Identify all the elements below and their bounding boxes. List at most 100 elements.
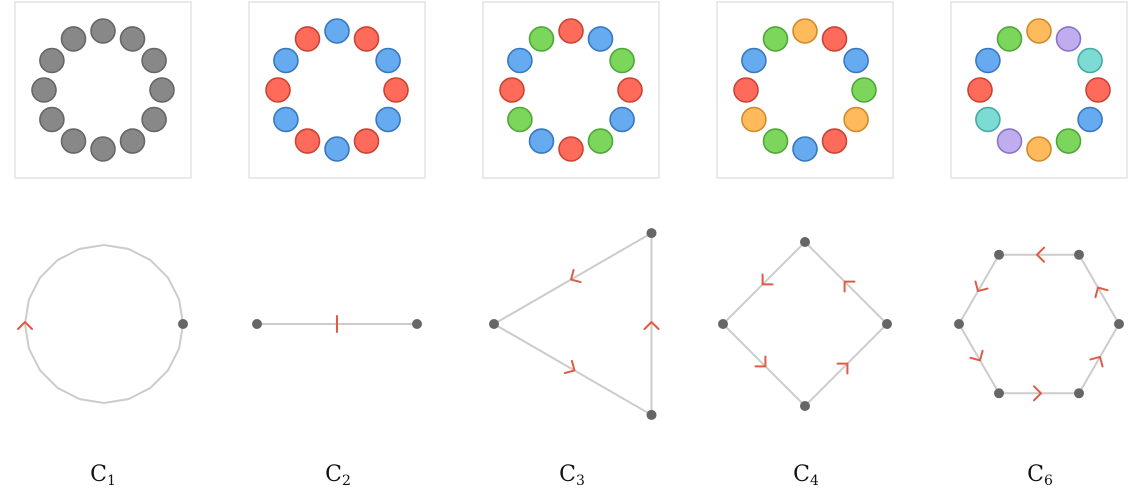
green-bead (587, 128, 614, 154)
gray-bead (60, 128, 87, 154)
necklace-panel-4 (716, 1, 894, 179)
blue-bead (324, 18, 350, 44)
graph-edge (958, 323, 1000, 394)
blue-bead (1077, 106, 1103, 133)
blue-bead (741, 47, 767, 74)
red-bead (383, 77, 409, 103)
necklace-panel-5 (950, 1, 1128, 179)
blue-bead (792, 136, 818, 162)
necklace-panel-1 (14, 1, 192, 179)
graph-vertex (646, 228, 657, 239)
graph-vertex (1074, 249, 1084, 260)
graph-vertex (252, 319, 262, 329)
orange-bead (1026, 136, 1052, 162)
direction-arrow (1089, 355, 1104, 368)
orange-bead (792, 18, 818, 44)
group-label-c6: C6 (1027, 462, 1053, 489)
gray-bead (119, 26, 146, 52)
graph-edge (493, 232, 652, 325)
red-bead (265, 77, 291, 103)
gray-bead (90, 18, 116, 44)
cycle-graph-row (17, 228, 1124, 420)
blue-bead (587, 26, 614, 52)
direction-arrow (836, 362, 849, 375)
green-bead (609, 47, 635, 74)
graph-edge (493, 323, 653, 416)
direction-arrow (643, 321, 660, 330)
graph-vertex (882, 319, 892, 329)
gray-bead (141, 47, 167, 74)
graph-vertex (1114, 319, 1124, 329)
green-bead (762, 128, 789, 154)
direction-arrow (974, 280, 989, 293)
red-bead (294, 128, 321, 154)
graph-vertex (954, 319, 964, 329)
gray-bead (119, 128, 146, 154)
teal-bead (975, 106, 1001, 133)
gray-bead (141, 106, 167, 133)
gray-bead (39, 47, 65, 74)
graph-vertex (800, 237, 810, 247)
green-bead (1055, 128, 1082, 154)
blue-bead (375, 47, 401, 74)
blue-bead (273, 47, 299, 74)
direction-arrow (969, 349, 984, 362)
purple-bead (996, 128, 1023, 154)
group-label-c1: C1 (90, 462, 116, 489)
blue-bead (975, 47, 1001, 74)
red-bead (1085, 77, 1111, 103)
gray-bead (149, 77, 175, 103)
direction-arrow (570, 268, 582, 284)
gray-bead (39, 106, 65, 133)
group-label-c4: C4 (793, 462, 819, 489)
orange-bead (1026, 18, 1052, 44)
direction-arrow (761, 273, 774, 286)
group-label-c2: C2 (325, 462, 351, 489)
graph-vertex (994, 388, 1004, 399)
graph-edge (804, 241, 888, 325)
blue-bead (273, 106, 299, 133)
gray-bead (60, 26, 87, 52)
red-bead (353, 26, 380, 52)
red-bead (353, 128, 380, 154)
graph-edge (722, 323, 806, 407)
purple-bead (1055, 26, 1082, 52)
graph-vertex (994, 249, 1004, 260)
direction-arrow (1094, 286, 1109, 299)
blue-bead (324, 136, 350, 162)
graph-vertex (718, 319, 728, 329)
red-bead (967, 77, 993, 103)
red-bead (617, 77, 643, 103)
cycle-graph-1 (17, 243, 188, 405)
graph-edge (1078, 323, 1120, 394)
blue-bead (528, 128, 555, 154)
red-bead (499, 77, 525, 103)
blue-bead (507, 47, 533, 74)
group-label-c3: C3 (559, 462, 585, 489)
red-bead (558, 18, 584, 44)
graph-vertex (646, 409, 657, 420)
gray-bead (90, 136, 116, 162)
green-bead (528, 26, 555, 52)
teal-bead (1077, 47, 1103, 74)
direction-arrow (17, 321, 33, 330)
necklace-panel-2 (248, 1, 426, 179)
green-bead (851, 77, 877, 103)
cycle-graph-2 (252, 315, 422, 333)
graph-vertex (489, 319, 499, 329)
graph-edge (722, 241, 806, 325)
cycle-graph-3 (489, 228, 660, 420)
necklace-panel-3 (482, 1, 660, 179)
blue-bead (609, 106, 635, 133)
cycle-graph-5 (954, 246, 1124, 402)
green-bead (507, 106, 533, 133)
green-bead (996, 26, 1023, 52)
orange-bead (741, 106, 767, 133)
red-bead (821, 128, 848, 154)
graph-edge (1078, 254, 1120, 325)
graph-edge (958, 254, 1000, 325)
graph-vertex (178, 319, 188, 329)
graph-vertex (1074, 388, 1084, 399)
direction-arrow (1036, 246, 1045, 263)
